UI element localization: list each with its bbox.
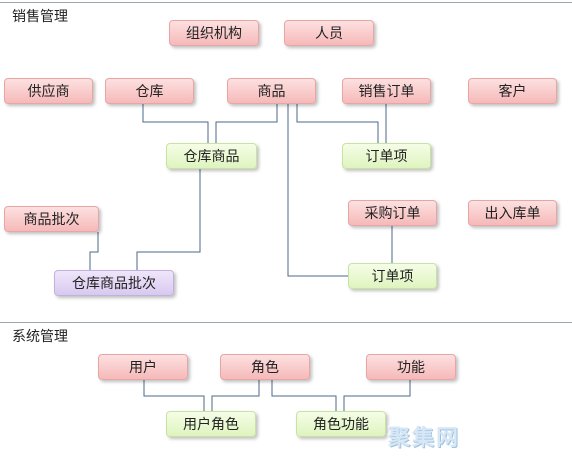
connector-role-userrole (211, 380, 260, 411)
node-customer[interactable]: 客户 (468, 78, 557, 104)
node-role[interactable]: 角色 (220, 354, 310, 380)
connector-whproduct-whbatch (136, 169, 201, 270)
sales-section-title: 销售管理 (12, 9, 68, 25)
node-product[interactable]: 商品 (227, 78, 316, 104)
node-sales-order[interactable]: 销售订单 (342, 78, 431, 104)
node-org[interactable]: 组织机构 (169, 20, 259, 46)
node-warehouse-product-batch[interactable]: 仓库商品批次 (54, 270, 174, 296)
connector-product-orderitem2 (287, 104, 348, 277)
top-divider (0, 2, 572, 3)
connector-warehouse-whproduct (142, 104, 209, 143)
node-warehouse-product[interactable]: 仓库商品 (166, 143, 257, 169)
node-in-out-stock[interactable]: 出入库单 (468, 200, 557, 226)
section-divider (0, 322, 572, 323)
node-product-batch[interactable]: 商品批次 (4, 206, 99, 232)
connector-product-whproduct (215, 104, 278, 143)
node-user[interactable]: 用户 (98, 354, 188, 380)
node-order-item-1[interactable]: 订单项 (342, 143, 431, 169)
connector-product-orderitem1 (296, 104, 379, 143)
connector-role-rolefunction (271, 380, 337, 411)
system-section-title: 系统管理 (12, 329, 68, 345)
node-role-function[interactable]: 角色功能 (296, 411, 386, 437)
node-function[interactable]: 功能 (366, 354, 456, 380)
connector-function-rolefunction (343, 380, 411, 411)
watermark-logo: 聚集网 (388, 426, 461, 451)
node-user-role[interactable]: 用户角色 (166, 411, 256, 437)
node-order-item-2[interactable]: 订单项 (348, 263, 437, 289)
node-warehouse[interactable]: 仓库 (105, 78, 194, 104)
connector-batch-whbatch (89, 232, 99, 270)
node-person[interactable]: 人员 (284, 20, 374, 46)
node-purchase-order[interactable]: 采购订单 (348, 200, 437, 226)
node-supplier[interactable]: 供应商 (4, 78, 93, 104)
connector-user-userrole (143, 380, 205, 411)
